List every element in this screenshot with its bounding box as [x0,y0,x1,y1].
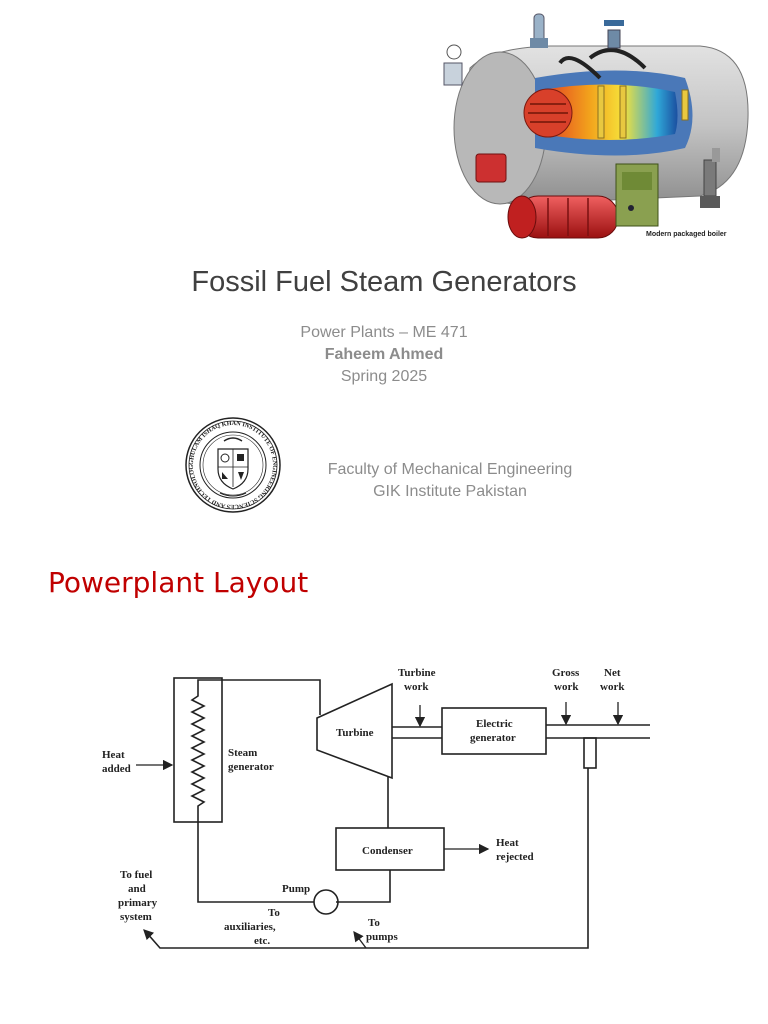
gik-institute-seal-logo: GHULAM ISHAQ KHAN INSTITUTE OF ENGINEERI… [180,417,281,513]
label-electric-generator-2: generator [470,732,516,744]
label-to-fuel-3: primary [118,897,158,909]
label-electric-generator: Electric [476,718,513,730]
slide-heading: Powerplant Layout [48,566,309,599]
label-gross-work: Gross [552,667,580,679]
label-to-auxiliaries: To [268,907,280,919]
faculty-name: Faculty of Mechanical Engineering [327,461,573,478]
label-turbine: Turbine [336,727,374,739]
label-steam-generator: Steam [228,747,257,759]
label-heat-added: Heat [102,749,125,761]
author-name: Faheem Ahmed [324,346,444,363]
label-to-auxiliaries-2: auxiliaries, [224,921,276,933]
packaged-boiler-illustration [443,13,749,239]
electric-generator-box [441,707,547,755]
label-net-work: Net [604,667,621,679]
label-heat-rejected: Heat [496,837,519,849]
label-to-fuel: To fuel [120,869,152,881]
institute-name: GIK Institute Pakistan [373,483,527,500]
label-turbine-work: Turbine [398,667,436,679]
layout-slide: Powerplant Layout [0,530,768,1024]
boiler-caption: Modern packaged boiler [646,231,727,238]
label-to-fuel-4: system [120,911,152,923]
label-heat-added-2: added [102,763,131,775]
label-net-work-2: work [600,681,625,693]
heating-coil [190,690,206,822]
label-steam-generator-2: generator [228,761,274,773]
label-to-pumps: To [368,917,380,929]
label-to-pumps-2: pumps [366,931,399,943]
rankine-cycle-diagram: Heat added Steam generator Turbine Turbi… [102,667,650,949]
label-turbine-work-2: work [404,681,429,693]
title-slide: Modern packaged boiler Fossil Fuel Steam… [180,13,749,513]
label-to-auxiliaries-3: etc. [254,935,270,947]
turbine-shape [316,682,393,780]
label-condenser: Condenser [362,845,413,857]
label-heat-rejected-2: rejected [496,851,534,863]
course-code: Power Plants – ME 471 [300,324,468,341]
presentation-title: Fossil Fuel Steam Generators [191,266,577,298]
term: Spring 2025 [340,368,428,385]
label-pump: Pump [282,883,310,895]
steam-generator-box [173,677,223,823]
pump-symbol [313,889,339,915]
label-gross-work-2: work [554,681,579,693]
label-to-fuel-2: and [128,883,146,895]
